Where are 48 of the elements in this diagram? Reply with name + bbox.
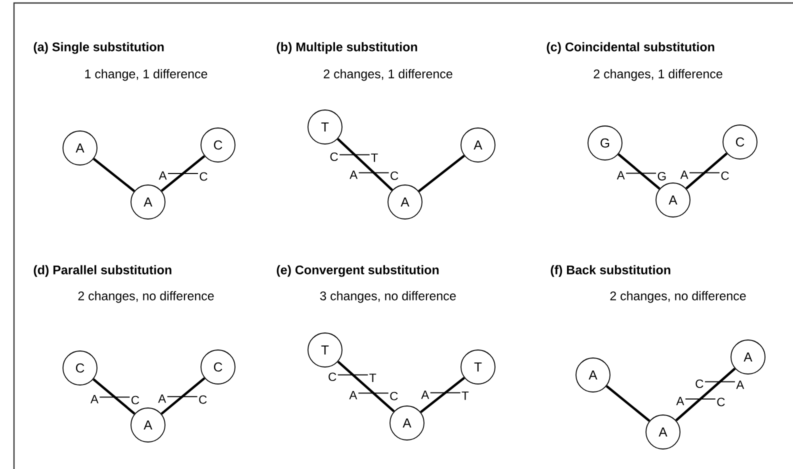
panel-title: (f) Back substitution bbox=[550, 265, 670, 277]
base-label: C bbox=[390, 172, 398, 180]
base-label: A bbox=[421, 390, 430, 399]
branch-line bbox=[337, 360, 395, 412]
panel-subtitle: 2 changes, 1 difference bbox=[324, 69, 452, 81]
branch-line bbox=[92, 158, 136, 192]
branch-line bbox=[606, 385, 650, 422]
base-label: A bbox=[680, 170, 688, 179]
base-label: C bbox=[200, 172, 208, 181]
branch-line bbox=[420, 376, 466, 414]
base-label: A bbox=[158, 171, 167, 180]
base-label: C bbox=[696, 380, 704, 388]
base-label: A bbox=[349, 390, 358, 400]
base-label: A bbox=[90, 394, 98, 404]
panel-title: (d) Parallel substitution bbox=[34, 265, 172, 277]
base-label: A bbox=[736, 380, 744, 389]
branch-line bbox=[675, 368, 736, 422]
base-label: A bbox=[158, 394, 166, 403]
branch-line bbox=[618, 153, 660, 190]
base-label: A bbox=[616, 171, 625, 180]
base-label: C bbox=[390, 392, 398, 400]
branch-line bbox=[685, 152, 728, 190]
base-label: A bbox=[350, 170, 358, 179]
base-label: C bbox=[330, 152, 338, 161]
panel-subtitle: 3 changes, no difference bbox=[320, 291, 456, 303]
panel-title: (c) Coincidental substitution bbox=[546, 42, 714, 54]
base-label: C bbox=[328, 372, 336, 382]
branch-line bbox=[160, 155, 206, 192]
base-label: C bbox=[132, 396, 140, 404]
base-label: C bbox=[717, 398, 725, 406]
panel-subtitle: 2 changes, no difference bbox=[610, 291, 746, 303]
panel-subtitle: 1 change, 1 difference bbox=[85, 69, 208, 81]
panel-subtitle: 2 changes, no difference bbox=[78, 291, 214, 303]
branch-line bbox=[160, 377, 206, 415]
branch-line bbox=[336, 138, 394, 191]
base-label: T bbox=[371, 154, 378, 162]
base-label: T bbox=[462, 392, 469, 400]
branch-line bbox=[418, 154, 465, 192]
panel-subtitle: 2 changes, 1 difference bbox=[594, 69, 722, 81]
panel-title: (a) Single substitution bbox=[34, 42, 164, 54]
base-label: T bbox=[369, 374, 376, 382]
base-label: A bbox=[676, 396, 684, 406]
panel-title: (e) Convergent substitution bbox=[276, 265, 439, 277]
base-label: C bbox=[721, 172, 729, 180]
base-label: G bbox=[658, 172, 666, 180]
panel-title: (b) Multiple substitution bbox=[276, 42, 418, 54]
branch-line bbox=[92, 378, 136, 415]
base-label: C bbox=[199, 395, 207, 404]
